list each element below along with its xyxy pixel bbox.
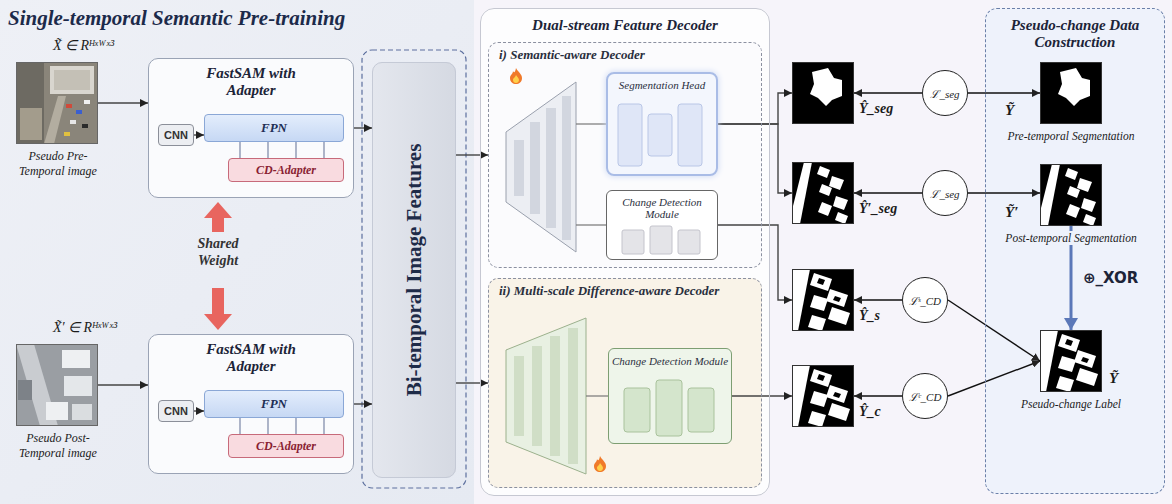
input-image: X̃′ ∈ Rᴴˣᵂˣ³Pseudo Post-Temporal image — [16, 344, 98, 426]
decoder-stream: i) Semantic-aware DecoderSegmentation He… — [488, 42, 762, 268]
stream-title: i) Semantic-aware Decoder — [499, 47, 751, 63]
cnn-block: CNN — [158, 124, 194, 146]
decoder-stream: ii) Multi-scale Difference-aware Decoder… — [488, 278, 762, 488]
connector — [854, 299, 902, 300]
stream-title: ii) Multi-scale Difference-aware Decoder — [499, 283, 753, 299]
connector — [718, 93, 792, 124]
connector — [98, 384, 148, 385]
panel-title: Pseudo-change Data Construction — [996, 17, 1154, 51]
loss-label: ℒˢ_CD — [909, 293, 941, 308]
encoder-title: FastSAM with Adapter — [199, 341, 303, 375]
module-title: Segmentation Head — [608, 79, 716, 91]
feature-band: Bi-temporal Image Features — [372, 62, 456, 478]
change-module: Change Detection Module — [608, 348, 732, 444]
output-mask: Ŷ_s — [792, 269, 854, 331]
connector — [718, 124, 792, 193]
connector — [194, 410, 204, 411]
loss-circle: ℒ_seg — [922, 70, 968, 116]
loss-circle: ℒᶜ_CD — [902, 373, 948, 419]
mask-symbol: Ŷ_c — [859, 404, 881, 420]
block-label: FPN — [261, 396, 287, 412]
formula-label: X̃ ∈ Rᴴˣᵂˣ³ — [53, 37, 114, 54]
output-mask: Ŷ_c — [792, 365, 854, 427]
encoder-title: FastSAM with Adapter — [199, 65, 303, 99]
adapter-block: CD-Adapter — [228, 158, 344, 182]
fpn-block: FPN — [204, 114, 344, 142]
block-label: CNN — [164, 405, 188, 417]
connector — [98, 102, 148, 103]
free-label: Shared Weight — [176, 236, 260, 270]
connector — [354, 127, 372, 128]
connector — [456, 154, 488, 155]
loss-label: ℒ_seg — [930, 86, 959, 101]
block-label: CNN — [164, 129, 188, 141]
image-caption: Pseudo Pre-Temporal image — [11, 149, 105, 179]
label-mask: Ỹ′Post-temporal Segmentation — [1040, 164, 1102, 226]
band-label: Bi-temporal Image Features — [402, 144, 427, 397]
connector — [968, 92, 1040, 93]
mask-symbol: Ŷ_s — [859, 308, 880, 324]
block-label: CD-Adapter — [256, 163, 316, 178]
output-mask: Ŷ_seg — [792, 62, 854, 124]
panel-title: Dual-stream Feature Decoder — [481, 17, 769, 34]
diagram-title: Single-temporal Semantic Pre-training — [8, 6, 345, 31]
module-title: Change Detection Module — [609, 355, 731, 367]
mask-symbol: Ỹ — [1109, 369, 1118, 387]
label-mask: ỸPseudo-change Label — [1040, 330, 1102, 392]
connector — [456, 382, 488, 383]
encoder-box: FastSAM with AdapterCNN FPN CD-Adapter — [148, 58, 354, 198]
fpn-block: FPN — [204, 390, 344, 418]
mask-caption: Pre-temporal Segmentation — [992, 129, 1150, 143]
connector — [854, 92, 922, 93]
connector — [354, 403, 372, 404]
connector — [732, 395, 792, 396]
output-mask: Ŷ′_seg — [792, 162, 854, 224]
loss-label: ℒ_seg — [930, 186, 959, 201]
mask-caption: Pseudo-change Label — [992, 397, 1150, 411]
mask-symbol: Ỹ — [1005, 101, 1014, 119]
connector — [854, 395, 902, 396]
connector — [948, 361, 1040, 396]
mask-symbol: Ŷ_seg — [859, 101, 893, 117]
loss-label: ℒᶜ_CD — [909, 389, 942, 404]
encoder-box: FastSAM with AdapterCNN FPN CD-Adapter — [148, 334, 354, 474]
segmentation-head: Segmentation Head — [606, 72, 718, 176]
input-image: X̃ ∈ Rᴴˣᵂˣ³Pseudo Pre-Temporal image — [16, 62, 98, 144]
decoder-panel: Dual-stream Feature Decoder i) Semantic-a… — [480, 8, 770, 496]
connector — [854, 192, 922, 193]
module-title: Change Detection Module — [607, 196, 717, 220]
connector — [948, 300, 1040, 361]
connector — [718, 225, 792, 300]
mask-caption: Post-temporal Segmentation — [992, 231, 1150, 245]
formula-label: X̃′ ∈ Rᴴˣᵂˣ³ — [53, 319, 117, 336]
connector — [194, 134, 204, 135]
mask-symbol: Ỹ′ — [1005, 203, 1018, 221]
label-mask: ỸPre-temporal Segmentation — [1040, 62, 1102, 124]
image-caption: Pseudo Post-Temporal image — [11, 431, 105, 461]
loss-circle: ℒˢ_CD — [902, 277, 948, 323]
connector — [968, 192, 1040, 193]
block-label: CD-Adapter — [256, 439, 316, 454]
edge-label: ⊕_XOR — [1081, 269, 1140, 287]
block-label: FPN — [261, 120, 287, 136]
mask-symbol: Ŷ′_seg — [859, 201, 897, 217]
change-module: Change Detection Module — [606, 190, 718, 260]
loss-circle: ℒ_seg — [922, 170, 968, 216]
data-panel: Pseudo-change Data ConstructionỸPre-temp… — [985, 8, 1165, 494]
cnn-block: CNN — [158, 400, 194, 422]
adapter-block: CD-Adapter — [228, 434, 344, 458]
